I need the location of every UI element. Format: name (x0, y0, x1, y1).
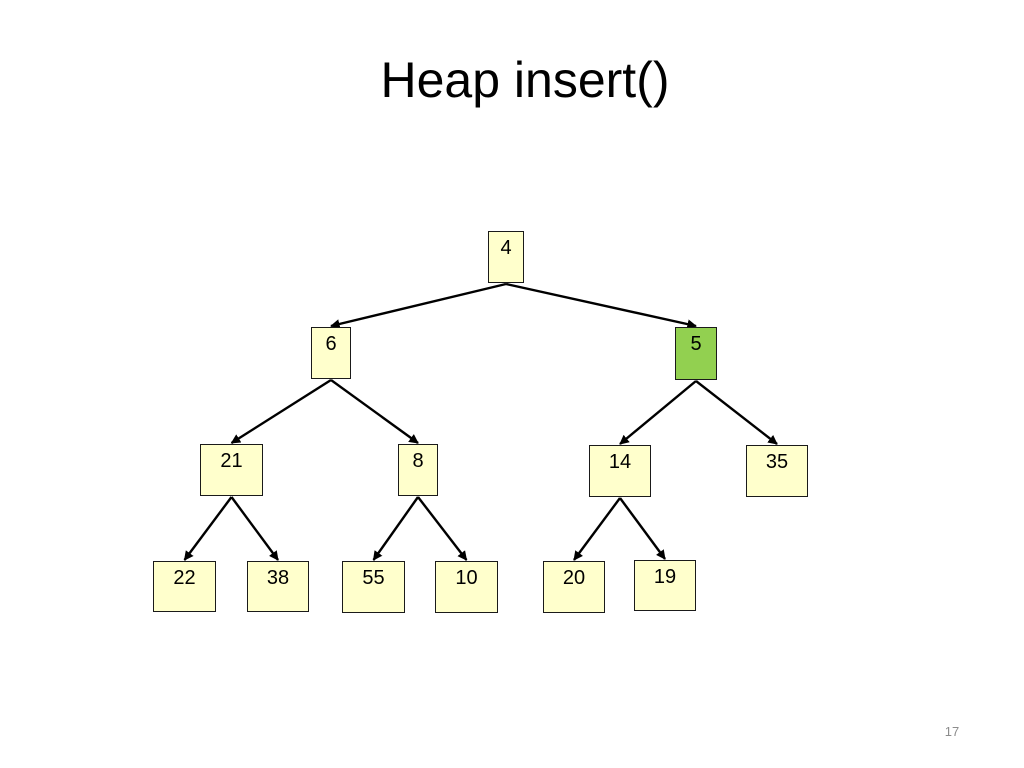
slide-title: Heap insert() (380, 52, 670, 108)
heap-node: 19 (634, 560, 696, 611)
heap-node: 6 (311, 327, 351, 379)
tree-edge (330, 282, 507, 329)
heap-node: 35 (746, 445, 808, 497)
heap-node: 10 (435, 561, 498, 613)
tree-edge (372, 496, 419, 561)
heap-node: 4 (488, 231, 524, 283)
heap-node-highlighted: 5 (675, 327, 717, 380)
tree-edge (330, 379, 419, 444)
tree-edge (230, 378, 332, 445)
tree-edge (619, 497, 666, 560)
heap-node: 14 (589, 445, 651, 497)
tree-edge (619, 380, 697, 445)
tree-edge (695, 380, 778, 445)
heap-node: 38 (247, 561, 309, 612)
heap-node: 55 (342, 561, 405, 613)
tree-edge (230, 496, 279, 561)
tree-edge (183, 496, 233, 561)
heap-node: 8 (398, 444, 438, 496)
tree-edge (573, 497, 621, 561)
page-number: 17 (944, 724, 960, 739)
tree-edge (417, 496, 468, 561)
heap-node: 21 (200, 444, 263, 496)
heap-node: 20 (543, 561, 605, 613)
heap-node: 22 (153, 561, 216, 612)
tree-edge (505, 282, 697, 329)
